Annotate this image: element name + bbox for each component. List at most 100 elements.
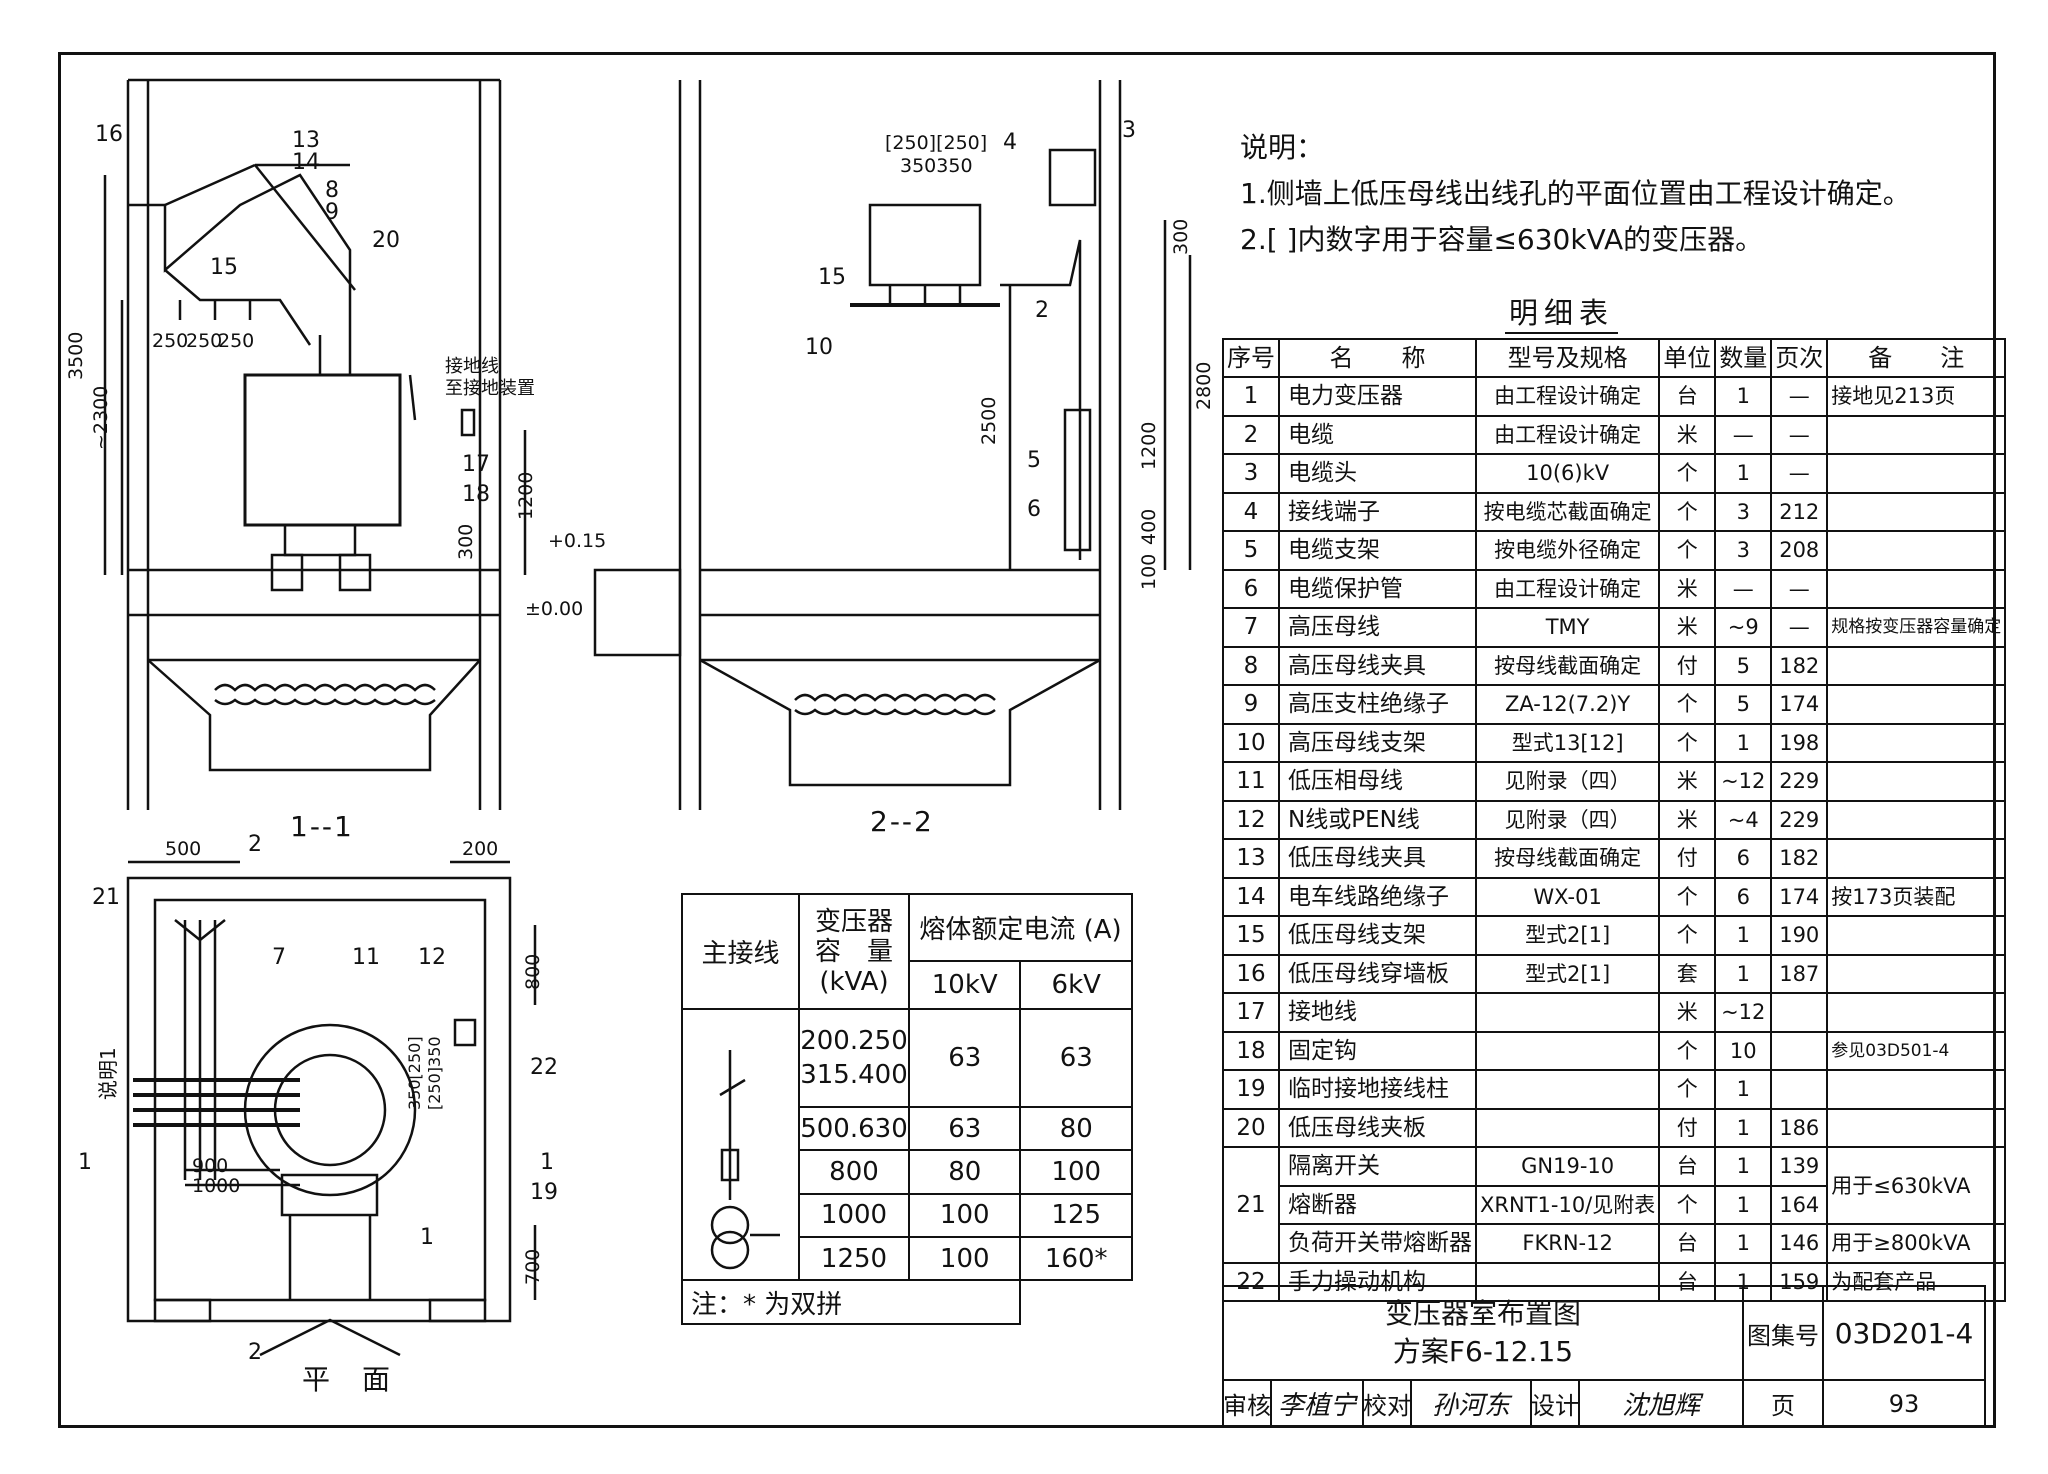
header-cell: 名 称 (1278, 338, 1477, 378)
cell-unit: 付 (1658, 838, 1717, 879)
cell-qty: 5 (1714, 684, 1773, 725)
cell-no: 5 (1222, 530, 1280, 571)
cell-model: 按母线截面确定 (1474, 838, 1661, 879)
fuse-6kv-cell: 80 (1019, 1105, 1133, 1152)
cell-qty: 1 (1714, 1069, 1773, 1110)
page-number: 93 (1888, 1389, 1920, 1418)
cell-name: 高压母线支架 (1278, 722, 1477, 763)
notes-title: 说明： (1240, 131, 1325, 164)
cell-no: 1 (1222, 376, 1280, 417)
dim-2800: 2800 (1193, 361, 1215, 410)
cell-note: 按173页装配 (1826, 876, 2007, 917)
ground-note-line1: 接地线 (445, 356, 499, 377)
callout: 20 (372, 228, 400, 253)
cell-model: 按电缆外径确定 (1474, 530, 1661, 571)
cell-page: 182 (1770, 645, 1829, 686)
cell-name: 电力变压器 (1278, 376, 1477, 417)
header-cell: 备 注 (1826, 338, 2007, 378)
check-signature: 孙河东 (1412, 1381, 1532, 1426)
signature: 孙河东 (1431, 1391, 1510, 1421)
cell-page: 190 (1770, 915, 1829, 956)
cell-unit: 个 (1658, 1069, 1717, 1110)
dim-900: 900 (192, 1155, 229, 1177)
dim-500: 500 (165, 838, 202, 860)
atlas-number: 03D201-4 (1824, 1287, 1984, 1381)
level-000: ±0.00 (525, 598, 584, 620)
signature: 李植宁 (1277, 1391, 1356, 1421)
section-mark: 2 (248, 832, 262, 857)
parts-table-header: 序号 名 称 型号及规格 单位 数量 页次 备 注 (1222, 338, 2007, 378)
cell-note (1826, 953, 2007, 994)
cell-no: 14 (1222, 876, 1280, 917)
cell-model: ZA-12(7.2)Y (1474, 684, 1661, 725)
cell-no: 9 (1222, 684, 1280, 725)
cell-name: 电车线路绝缘子 (1278, 876, 1477, 917)
callout: 22 (530, 1055, 558, 1080)
cell-unit: 个 (1658, 915, 1717, 956)
cell-unit: 个 (1658, 530, 1717, 571)
dim-250c: 250 (218, 330, 255, 352)
cell-no: 16 (1222, 953, 1280, 994)
check-label: 校对 (1363, 1381, 1412, 1426)
cell-model: TMY (1474, 607, 1661, 648)
cell-no: 17 (1222, 992, 1280, 1033)
parts-table-title: 明细表 (1505, 290, 1619, 334)
dim-250a: 250 (152, 330, 189, 352)
cap-line: 容 量 (814, 936, 893, 967)
dim-1000: 1000 (192, 1175, 241, 1197)
cell-note (1826, 1069, 2007, 1110)
cell-note (1826, 530, 2007, 571)
cell-qty: 6 (1714, 838, 1773, 879)
cell-page: — (1770, 453, 1829, 494)
cell-name: 低压相母线 (1278, 761, 1477, 802)
cell-note (1826, 838, 2007, 879)
dim-250-350: [250]350 (425, 1036, 444, 1110)
cell-unit: 米 (1658, 992, 1717, 1033)
cell-no: 10 (1222, 722, 1280, 763)
callout: 4 (1003, 130, 1017, 155)
drawing-title: 变压器室布置图 (1384, 1297, 1581, 1330)
dim-1200: 1200 (515, 471, 537, 520)
cell-model: XRNT1-10/见附表 (1474, 1184, 1661, 1225)
cell-model: 型式2[1] (1474, 953, 1661, 994)
header-cell: 单位 (1658, 338, 1717, 378)
cell-note (1826, 1107, 2007, 1148)
callout: 14 (292, 150, 320, 175)
cell-qty: ~12 (1714, 992, 1773, 1033)
callout: 17 (462, 452, 490, 477)
callout: 21 (92, 885, 120, 910)
cell-name: 接线端子 (1278, 491, 1477, 532)
cell-no: 22 (1222, 1261, 1280, 1302)
fuse-table: 主接线 变压器 容 量 (kVA) 熔体额定电流 (A) 10kV 6kV 20… (680, 892, 1134, 1325)
cell-unit: 个 (1658, 684, 1717, 725)
dim-300: 300 (1170, 218, 1192, 255)
cell-unit: 米 (1658, 414, 1717, 455)
plan-drawing (126, 860, 537, 1357)
cell-note (1826, 453, 2007, 494)
cell-model: GN19-10 (1474, 1146, 1661, 1187)
cell-model: FKRN-12 (1474, 1223, 1661, 1264)
cell-unit: 台 (1658, 1223, 1717, 1264)
callout: 3 (1122, 118, 1136, 143)
cell-name: 临时接地接线柱 (1278, 1069, 1477, 1110)
dim-250-pair: [250][250] (885, 132, 988, 154)
fuse-10kv-cell: 80 (907, 1149, 1022, 1195)
cell-name: 固定钩 (1278, 1030, 1477, 1071)
cell-unit: 个 (1658, 1030, 1717, 1071)
cell-unit: 个 (1658, 491, 1717, 532)
cell-no: 3 (1222, 453, 1280, 494)
section-title-1-1: 1--1 (290, 810, 354, 843)
cell-qty: 1 (1714, 1146, 1773, 1187)
cell-page: — (1770, 607, 1829, 648)
fuse-cap-cell: 800 (798, 1149, 910, 1195)
callout: 8 (325, 178, 339, 203)
fuse-cap-cell: 200.250 315.400 (798, 1008, 910, 1108)
